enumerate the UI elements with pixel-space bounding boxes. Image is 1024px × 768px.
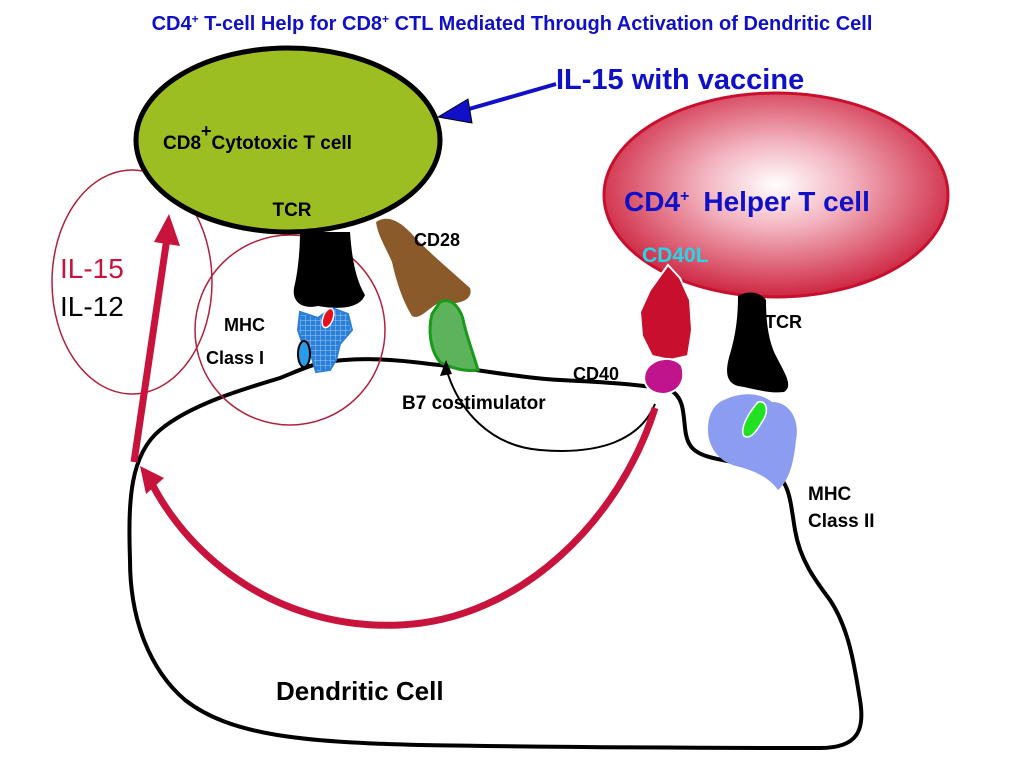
cd40-label: CD40 bbox=[573, 364, 619, 384]
cd8-cell-label: CD8+Cytotoxic T cell bbox=[163, 121, 352, 154]
vaccine-arrow-line bbox=[461, 82, 557, 113]
b7-costimulator bbox=[428, 299, 480, 372]
mhc-class-ii-molecule bbox=[708, 394, 797, 490]
page-title: CD4+ T-cell Help for CD8+ CTL Mediated T… bbox=[152, 12, 873, 35]
cd40-signal-arrow bbox=[146, 406, 659, 629]
mhc-class-i-label-line1: MHC bbox=[224, 315, 265, 335]
mhc-class-ii-peptide bbox=[742, 401, 768, 438]
cd40-signal-arrowhead bbox=[140, 466, 164, 494]
vaccine-arrowhead bbox=[436, 98, 473, 124]
mhc-class-i-label-line2: Class I bbox=[206, 348, 264, 368]
cd40-to-b7-arrowhead bbox=[440, 360, 452, 376]
cd8-cytotoxic-t-cell bbox=[133, 45, 443, 235]
cd40-to-b7-arrow bbox=[445, 367, 656, 452]
mhc-class-i-anchor bbox=[297, 340, 311, 368]
mhc-class-ii-label-line2: Class II bbox=[808, 511, 875, 532]
cytokine-arrow-line bbox=[130, 237, 171, 463]
il15-vaccine-label: IL-15 with vaccine bbox=[556, 64, 804, 96]
cd40-receptor bbox=[643, 358, 685, 396]
cd40l-label: CD40L bbox=[642, 244, 709, 267]
tcr-cd8-label: TCR bbox=[272, 200, 311, 221]
cd28-label: CD28 bbox=[414, 230, 460, 250]
tcr-cd4-label: TCR bbox=[765, 312, 802, 332]
cd4-cell-label: CD4+Helper T cell bbox=[624, 186, 870, 217]
cd28-receptor bbox=[376, 218, 471, 317]
dendritic-cell-membrane bbox=[127, 357, 864, 750]
tcr-cd4-receptor bbox=[727, 292, 789, 393]
cytokine-arrowhead bbox=[154, 214, 180, 246]
tcr-cd8-receptor bbox=[293, 232, 365, 308]
b7-costimulator-label: B7 costimulator bbox=[402, 393, 546, 414]
mhc-class-i-peptide bbox=[321, 307, 335, 329]
cytokine-circle bbox=[51, 169, 213, 395]
cd4-helper-t-cell bbox=[602, 91, 950, 299]
dendritic-cell-label: Dendritic Cell bbox=[276, 676, 444, 706]
mhc-class-ii-label-line1: MHC bbox=[808, 484, 852, 505]
il15-label: IL-15 bbox=[60, 253, 124, 284]
mhc1-tcr-synapse-circle bbox=[194, 234, 386, 426]
il12-label: IL-12 bbox=[60, 291, 124, 322]
